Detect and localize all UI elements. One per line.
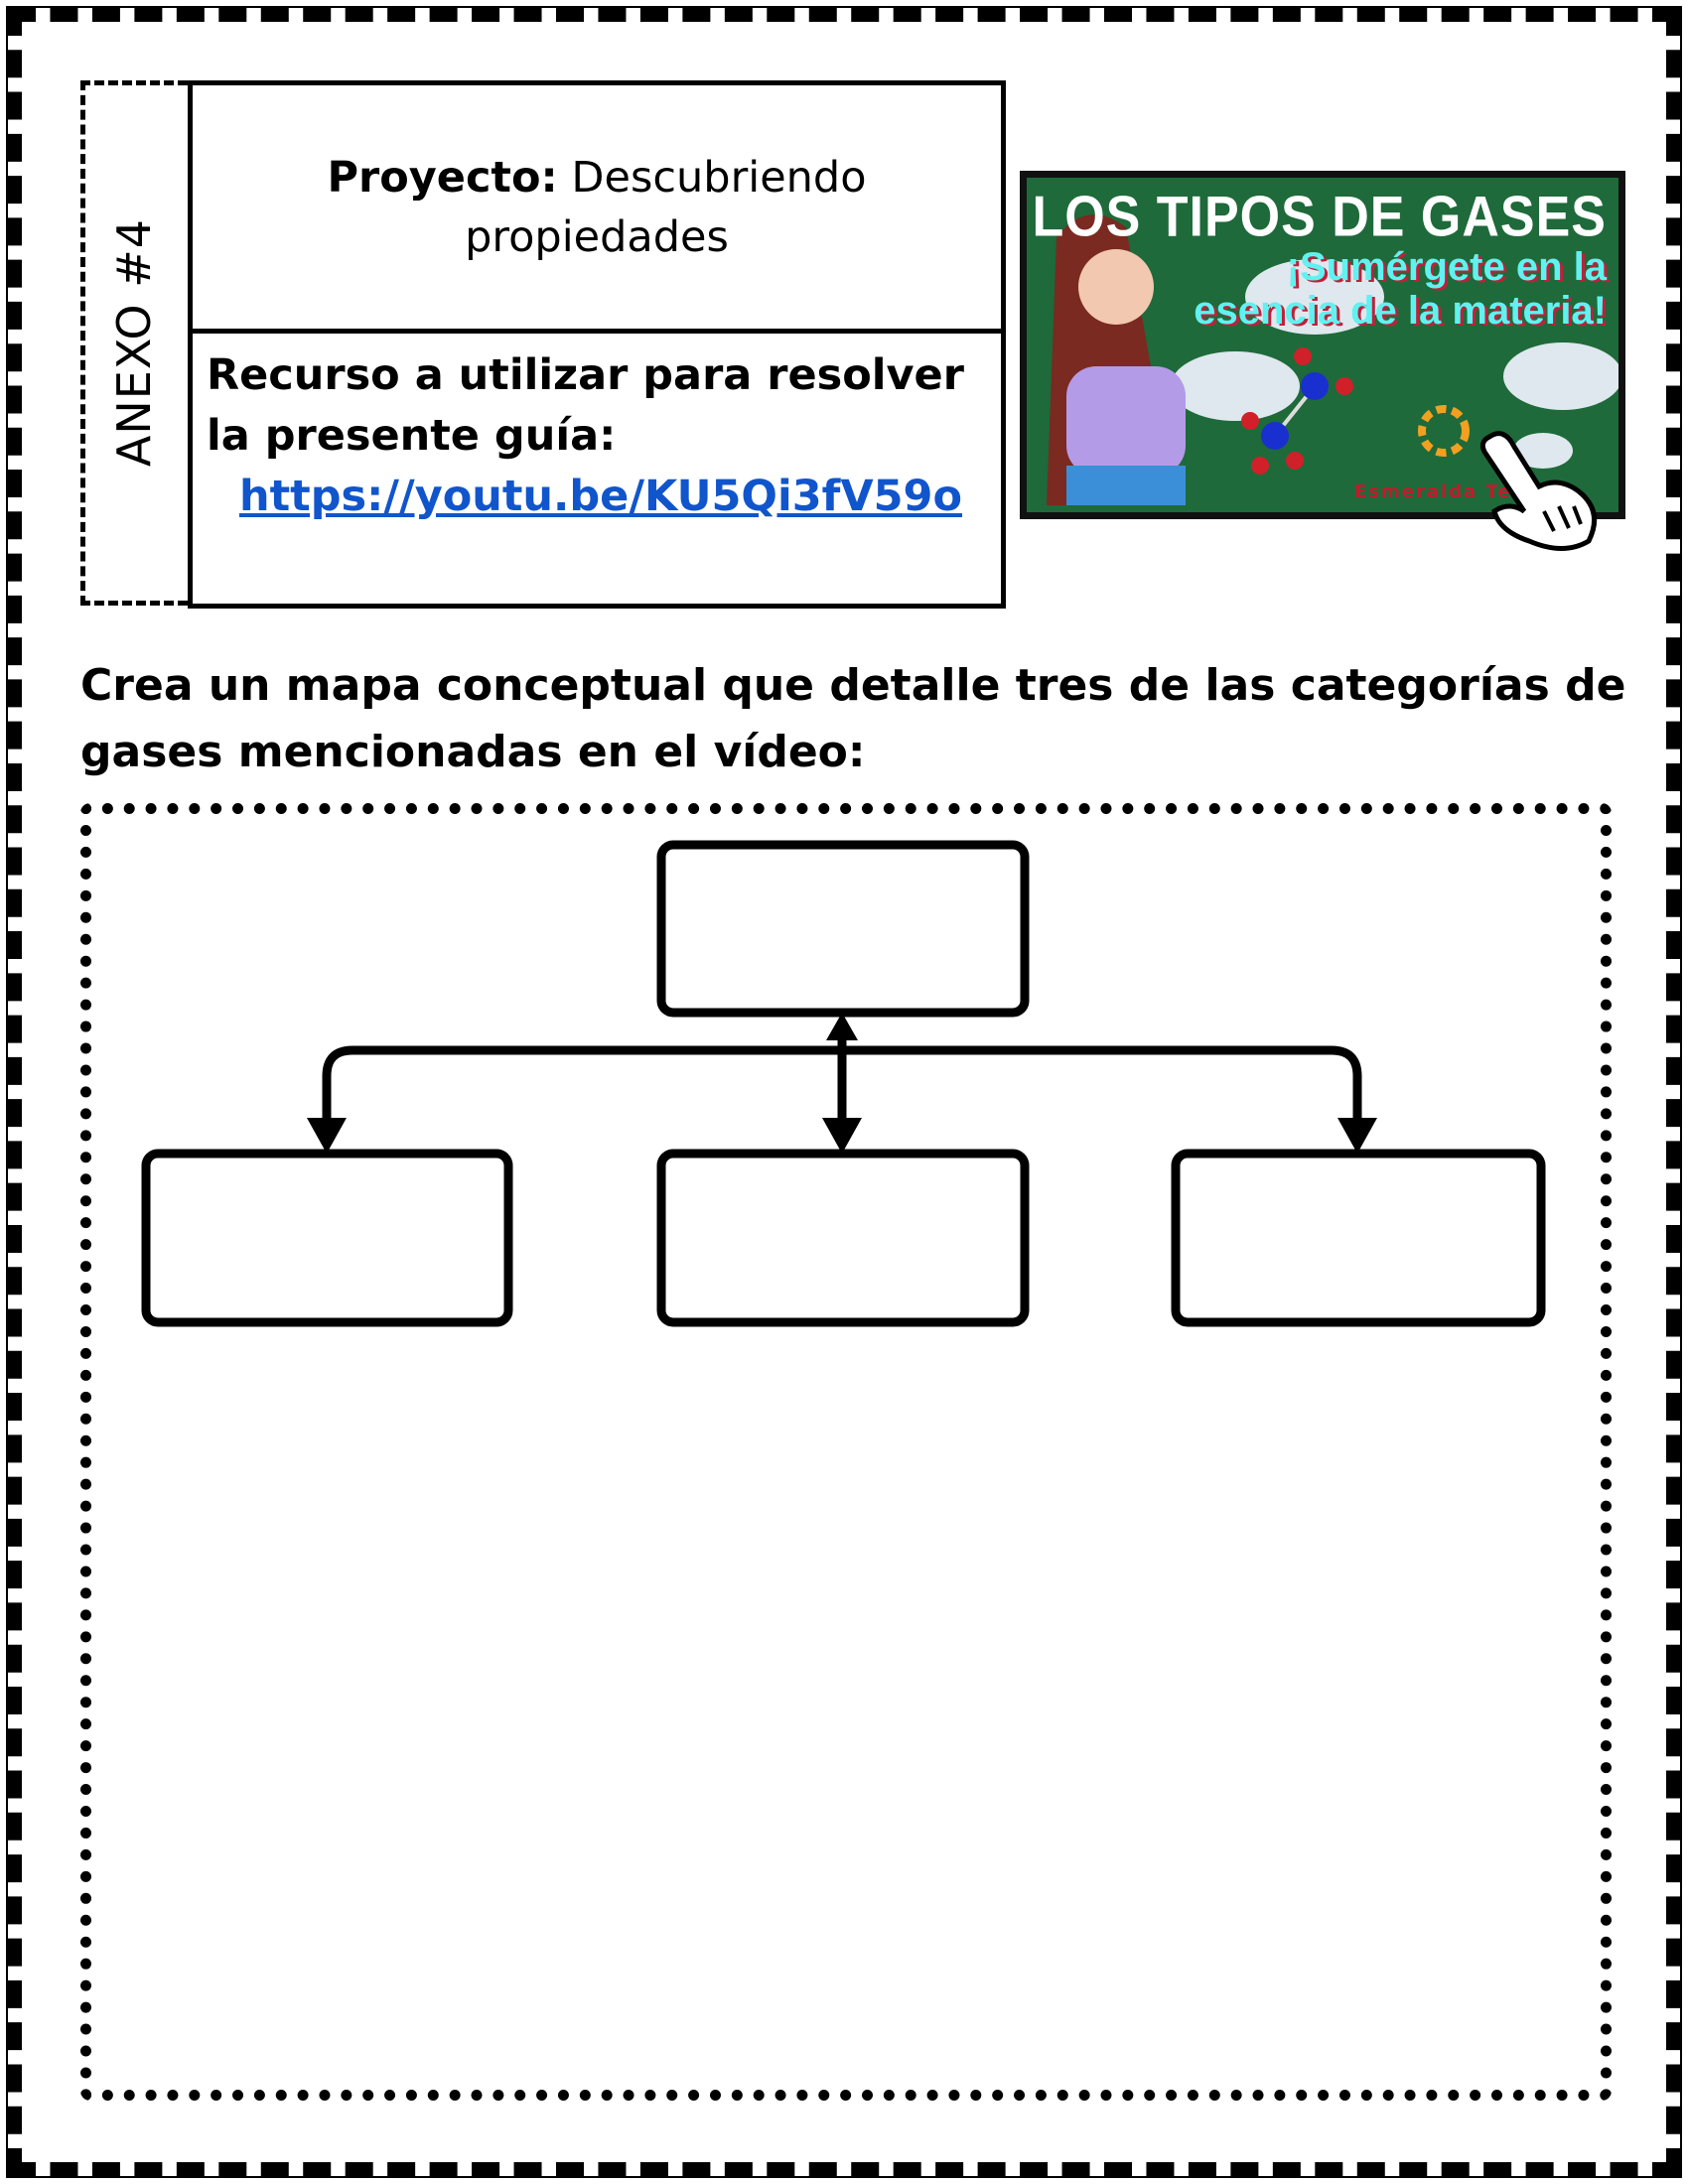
thumbnail-author: Esmeralda Te...a (1354, 481, 1553, 502)
arrowhead-left (307, 1118, 347, 1154)
arrowhead-up (826, 1013, 858, 1040)
project-name: Descubriendo propiedades (465, 152, 867, 262)
resource-cell: Recurso a utilizar para resolver la pres… (207, 345, 995, 527)
thumbnail-art (1047, 214, 1618, 505)
concept-box-3 (1171, 1149, 1546, 1327)
thumbnail-subtitle: ¡Sumérgete en la esencia de la materia! (1194, 245, 1607, 333)
page-border (6, 6, 1682, 2178)
instruction-text: Crea un mapa conceptual que detalle tres… (80, 660, 1626, 777)
header-table: Proyecto: Descubriendo propiedades Recur… (188, 80, 1006, 609)
resource-text: Recurso a utilizar para resolver la pres… (207, 350, 964, 461)
project-sep: : (540, 152, 558, 203)
concept-box-1 (141, 1149, 513, 1327)
concept-box-2 (656, 1149, 1030, 1327)
arrowhead-center (822, 1118, 862, 1154)
annex-tab (80, 80, 188, 606)
thumbnail-title: LOS TIPOS DE GASES (1032, 186, 1607, 249)
video-thumbnail[interactable]: LOS TIPOS DE GASES ¡Sumérgete en la esen… (1020, 171, 1625, 519)
subtitle-line-1: ¡Sumérgete en la (1286, 245, 1607, 289)
answer-area (80, 803, 1612, 2101)
connector-right (842, 1045, 1362, 1132)
subtitle-line-2: esencia de la materia! (1194, 289, 1607, 333)
project-cell: Proyecto: Descubriendo propiedades (193, 85, 1001, 334)
concept-box-main (656, 840, 1030, 1018)
connector-left (322, 1045, 842, 1132)
pointing-hand-icon (1479, 431, 1598, 551)
arrowhead-right (1337, 1118, 1377, 1154)
video-link[interactable]: https://youtu.be/KU5Qi3fV59o (238, 472, 963, 521)
project-label: Proyecto (327, 152, 541, 203)
